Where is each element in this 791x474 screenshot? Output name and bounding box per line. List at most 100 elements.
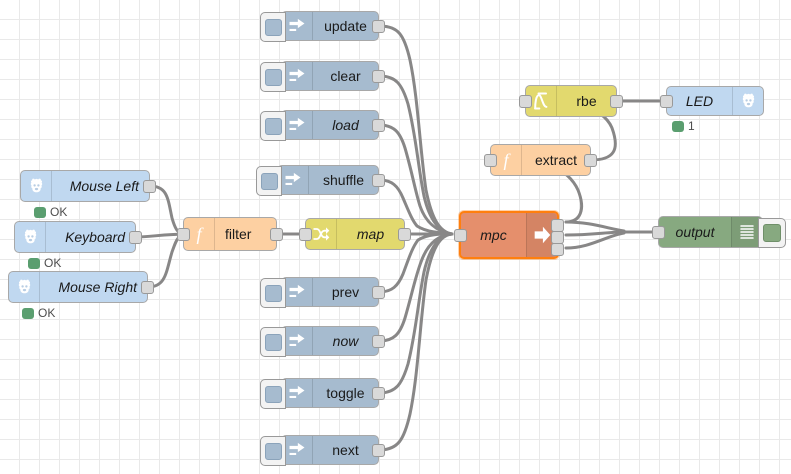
node-label-next: next <box>332 442 359 458</box>
function-f-icon: f <box>503 150 511 170</box>
step-function-icon-cell <box>526 86 557 116</box>
raspberry-pi-icon-cell <box>9 272 40 302</box>
status-text: OK <box>44 256 62 270</box>
node-keyboard[interactable]: Keyboard <box>14 221 142 253</box>
status-keyboard: OK <box>28 256 61 270</box>
svg-text:f: f <box>196 224 204 244</box>
status-mouse-left: OK <box>34 205 67 219</box>
inject-button-toggle[interactable] <box>260 379 286 409</box>
output-port-filter[interactable] <box>270 228 283 241</box>
output-port-extract[interactable] <box>584 154 597 167</box>
node-mouse-left[interactable]: Mouse Left <box>20 170 156 202</box>
inject-button-face <box>264 442 282 460</box>
output-port-mouse-right[interactable] <box>141 281 154 294</box>
inject-button-prev[interactable] <box>260 278 286 308</box>
input-port-map[interactable] <box>299 228 312 241</box>
raspberry-pi-icon-cell <box>15 222 46 252</box>
node-output[interactable]: output <box>652 216 786 248</box>
node-label-mouse-left: Mouse Left <box>69 178 139 194</box>
output-port-prev[interactable] <box>372 286 385 299</box>
output-port-clear[interactable] <box>372 70 385 83</box>
inject-arrow-icon-cell <box>282 111 313 139</box>
node-prev[interactable]: prev <box>260 277 385 308</box>
input-port-output[interactable] <box>652 226 665 239</box>
inject-arrow-icon <box>289 385 305 398</box>
node-extract[interactable]: f extract <box>484 144 597 176</box>
inject-button-now[interactable] <box>260 327 286 357</box>
node-mpc[interactable]: mpc <box>454 211 564 259</box>
input-port-led[interactable] <box>660 95 673 108</box>
debug-lines-icon-cell <box>731 217 762 247</box>
node-clear[interactable]: clear <box>260 61 385 92</box>
node-led[interactable]: LED <box>660 86 764 116</box>
raspberry-pi-icon-cell <box>21 171 52 201</box>
inject-arrow-icon <box>289 117 305 130</box>
node-update[interactable]: update <box>260 11 385 42</box>
inject-arrow-icon <box>285 172 301 185</box>
node-label-clear: clear <box>330 68 361 84</box>
node-filter[interactable]: f filter <box>177 217 283 251</box>
status-dot <box>672 120 684 132</box>
input-port-filter[interactable] <box>177 228 190 241</box>
inject-button-face <box>264 68 282 86</box>
node-rbe[interactable]: rbe <box>519 85 623 117</box>
output-port-next[interactable] <box>372 444 385 457</box>
inject-button-face <box>264 284 282 302</box>
status-text: OK <box>50 205 68 219</box>
inject-button-face <box>264 18 282 36</box>
output-port-shuffle[interactable] <box>372 174 385 187</box>
inject-button-next[interactable] <box>260 436 286 466</box>
input-port-rbe[interactable] <box>519 95 532 108</box>
output-port-now[interactable] <box>372 335 385 348</box>
node-label-map: map <box>356 226 385 242</box>
input-port-extract[interactable] <box>484 154 497 167</box>
node-toggle[interactable]: toggle <box>260 378 385 409</box>
inject-arrow-icon-cell <box>282 327 313 355</box>
node-label-load: load <box>332 117 359 133</box>
debug-toggle-button[interactable] <box>758 218 786 248</box>
inject-arrow-icon-cell <box>282 278 313 306</box>
node-label-output: output <box>675 224 715 240</box>
inject-arrow-icon <box>289 333 305 346</box>
node-now[interactable]: now <box>260 326 385 357</box>
status-text: 1 <box>688 119 695 133</box>
inject-arrow-icon <box>289 68 305 81</box>
node-label-toggle: toggle <box>326 385 365 401</box>
output-port-mouse-left[interactable] <box>143 180 156 193</box>
inject-button-clear[interactable] <box>260 62 286 92</box>
node-label-prev: prev <box>331 284 360 300</box>
debug-lines-icon <box>740 225 754 239</box>
output-port-toggle[interactable] <box>372 387 385 400</box>
output-arrow-icon <box>534 226 551 244</box>
raspberry-pi-icon-cell <box>732 87 763 115</box>
inject-button-face <box>264 333 282 351</box>
raspberry-pi-icon <box>742 93 754 107</box>
status-led: 1 <box>672 119 695 133</box>
inject-arrow-icon-cell <box>282 436 313 464</box>
node-load[interactable]: load <box>260 110 385 141</box>
node-shuffle[interactable]: shuffle <box>256 165 385 196</box>
node-map[interactable]: map <box>299 218 411 250</box>
status-dot <box>34 206 46 218</box>
output-port-load[interactable] <box>372 119 385 132</box>
inject-arrow-icon <box>289 284 305 297</box>
output-port-update[interactable] <box>372 20 385 33</box>
output-port-mpc-3[interactable] <box>551 243 564 256</box>
inject-button-update[interactable] <box>260 12 286 42</box>
inject-button-face <box>264 117 282 135</box>
node-label-now: now <box>332 333 359 349</box>
node-mouse-right[interactable]: Mouse Right <box>8 271 154 303</box>
output-port-rbe[interactable] <box>610 95 623 108</box>
raspberry-pi-icon <box>24 229 36 243</box>
output-port-map[interactable] <box>398 228 411 241</box>
output-port-keyboard[interactable] <box>129 231 142 244</box>
inject-button-shuffle[interactable] <box>256 166 282 196</box>
inject-button-load[interactable] <box>260 111 286 141</box>
node-next[interactable]: next <box>260 435 385 466</box>
input-port-mpc[interactable] <box>454 229 467 242</box>
inject-arrow-icon <box>289 442 305 455</box>
inject-arrow-icon-cell <box>282 62 313 90</box>
node-label-mouse-right: Mouse Right <box>58 279 137 295</box>
shuffle-icon <box>313 227 330 241</box>
